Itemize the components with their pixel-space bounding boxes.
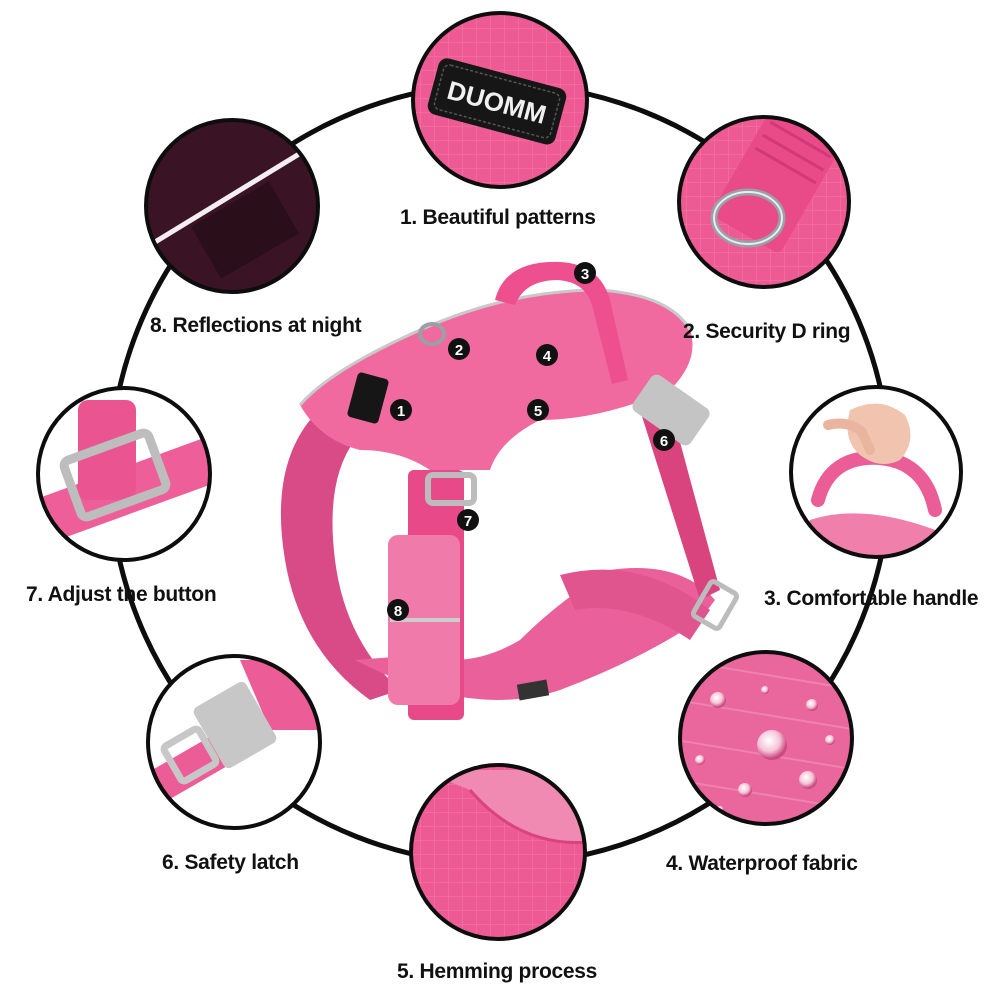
feature-label-adjust: 7. Adjust the button	[26, 583, 217, 606]
feature-label-hemming: 5. Hemming process	[397, 960, 598, 983]
feature-label-beautiful-patterns: 1. Beautiful patterns	[400, 206, 596, 229]
feature-label-d-ring: 2. Security D ring	[683, 320, 851, 343]
detail-circle-d-ring	[677, 115, 851, 289]
feature-label-safety-latch: 6. Safety latch	[162, 851, 299, 874]
svg-text:3: 3	[581, 266, 589, 283]
water-drop-icon	[757, 730, 787, 760]
callout-badge-3: 3	[574, 262, 596, 284]
callout-badge-1: 1	[390, 399, 412, 421]
svg-text:1: 1	[397, 403, 405, 420]
callout-badge-8: 8	[387, 599, 409, 621]
feature-label-handle: 3. Comfortable handle	[764, 587, 979, 610]
detail-circle-reflective	[144, 118, 320, 294]
detail-circle-beautiful-patterns: DUOMM	[411, 11, 589, 189]
callout-badge-4: 4	[536, 344, 558, 366]
svg-text:4: 4	[543, 348, 552, 365]
detail-circle-hemming	[409, 763, 587, 941]
callout-badge-2: 2	[448, 338, 470, 360]
feature-label-reflective: 8. Reflections at night	[150, 314, 362, 337]
detail-circle-safety-latch	[146, 654, 322, 830]
callout-badges: 1 2 3 4 5 6 7 8	[387, 262, 675, 621]
reflective-strip-icon	[146, 137, 318, 253]
buckle-icon	[193, 681, 277, 769]
svg-text:5: 5	[534, 403, 542, 420]
feature-label-waterproof: 4. Waterproof fabric	[666, 852, 858, 875]
svg-text:7: 7	[464, 513, 472, 530]
detail-circle-adjust	[36, 386, 212, 562]
detail-circle-waterproof	[678, 650, 854, 826]
detail-circle-handle	[789, 385, 963, 559]
slider-buckle-icon	[59, 428, 171, 522]
svg-text:8: 8	[394, 603, 402, 620]
harness-illustration	[280, 261, 740, 720]
callout-badge-7: 7	[457, 509, 479, 531]
callout-badge-5: 5	[527, 399, 549, 421]
callout-badge-6: 6	[653, 429, 675, 451]
svg-text:2: 2	[455, 342, 463, 359]
svg-text:6: 6	[660, 433, 668, 450]
